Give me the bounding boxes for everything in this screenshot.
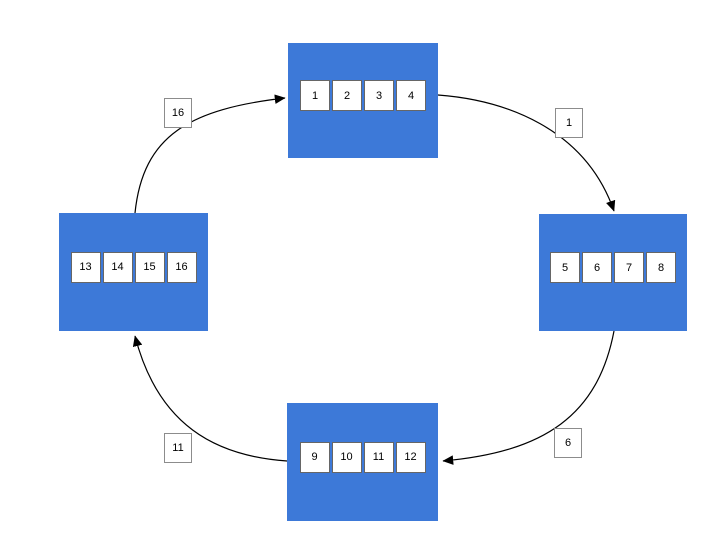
- cell: 9: [299, 441, 330, 473]
- cell: 6: [582, 252, 612, 283]
- node-top: 1 2 3 4: [288, 43, 438, 158]
- node-bottom: 9 10 11 12: [287, 403, 438, 521]
- edge-label-top-to-right: 1: [555, 108, 583, 138]
- cell: 10: [331, 441, 362, 473]
- node-left: 13 14 15 16: [59, 213, 208, 331]
- cell: 8: [646, 252, 676, 283]
- arrow-top-to-right: [437, 94, 616, 212]
- edge-label-left-to-top: 16: [164, 98, 192, 128]
- arrow-left-to-top: [134, 94, 286, 214]
- cell: 13: [70, 251, 101, 283]
- cell-strip-right: 5 6 7 8: [550, 252, 676, 283]
- cell: 3: [364, 80, 394, 111]
- cell-strip-bottom: 9 10 11 12: [299, 441, 426, 473]
- cell: 4: [396, 80, 426, 111]
- cell: 15: [134, 251, 165, 283]
- cell: 2: [332, 80, 362, 111]
- cell: 12: [395, 441, 426, 473]
- cell-strip-left: 13 14 15 16: [70, 251, 197, 283]
- cell-strip-top: 1 2 3 4: [300, 80, 426, 111]
- arrow-bottom-to-left: [132, 335, 288, 462]
- cell: 5: [550, 252, 580, 283]
- cell: 7: [614, 252, 644, 283]
- edge-label-right-to-bottom: 6: [554, 428, 582, 458]
- cell: 1: [300, 80, 330, 111]
- cell: 14: [102, 251, 133, 283]
- cell: 11: [363, 441, 394, 473]
- arrow-right-to-bottom: [442, 330, 615, 465]
- cell: 16: [166, 251, 197, 283]
- edge-label-bottom-to-left: 11: [164, 433, 192, 463]
- node-right: 5 6 7 8: [539, 214, 687, 331]
